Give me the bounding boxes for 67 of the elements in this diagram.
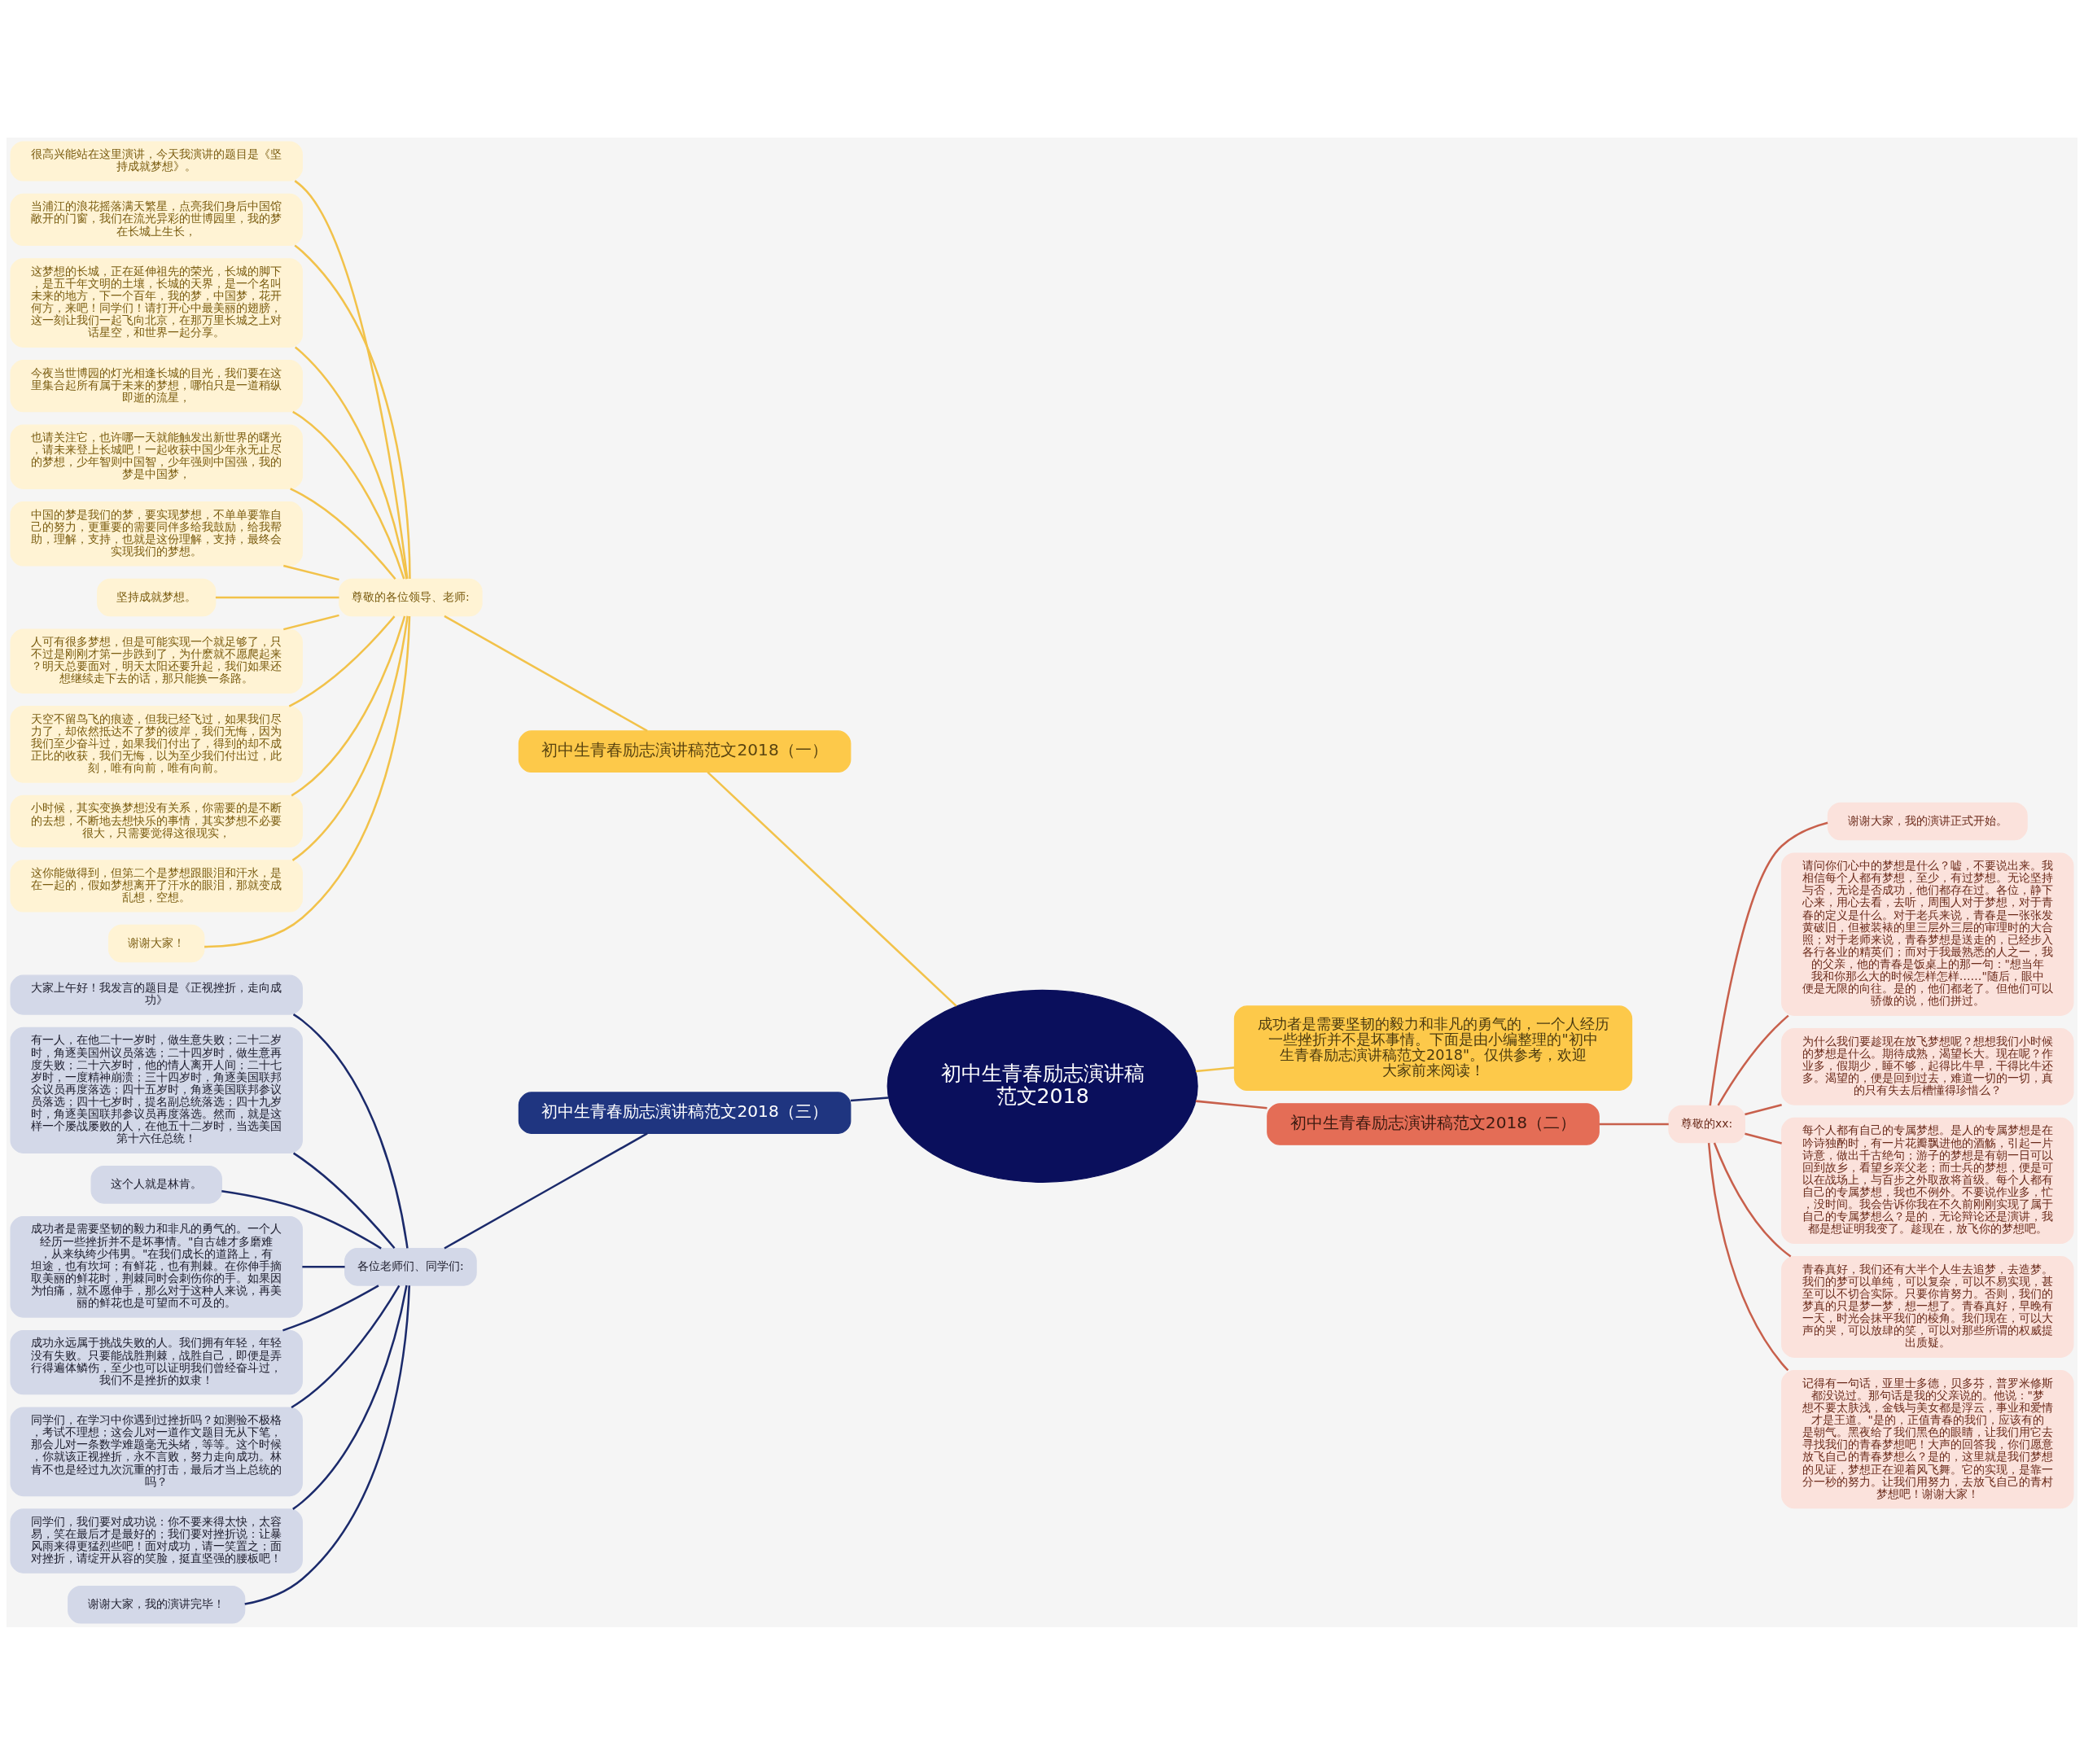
node-box: 每个人都有自己的专属梦想。是人的专属梦想是在吟诗独酌时，有一片花瓣飘进他的酒觞，引起一片诗意，做出千古绝句；游子的梦想是有朝一日可以回到故乡，看望乡亲父老；而士兵的梦想，便是可以在战场上，与百步之外取敌将首级。每个人都有自己的专属梦想，我也不例外。不要说作业多，忙，没时间。我会告诉你我在不久前刚刚实现了属于自己的专属梦想么？是的，无论辩论还是演讲，我都是想证明我变了。趁现在，放飞你的梦想吧。: [1781, 1117, 2074, 1244]
node-box: 小时候，其实变换梦想没有关系，你需要的是不断的去想，不断地去想快乐的事情，其实梦想不必要很大，只需要觉得这很现实，: [10, 794, 303, 847]
node-box: 这你能做得到，但第二个是梦想跟眼泪和汗水，是在一起的，假如梦想离开了汗水的眼泪，那就变成乱想，空想。: [10, 859, 303, 913]
node-box: 初中生青春励志演讲稿范文2018（三）: [518, 1091, 852, 1134]
connector: [292, 1285, 408, 1510]
connector: [204, 615, 411, 948]
connector: [244, 1285, 410, 1605]
node-box: 尊敬的各位领导、老师:: [339, 578, 483, 616]
connector: [1713, 1142, 1792, 1258]
node-box: 大家上午好！我发言的题目是《正视挫折，走向成功》: [10, 974, 303, 1015]
connector: [1195, 1066, 1235, 1072]
node-ellipse: 初中生青春励志演讲稿范文2018: [887, 989, 1198, 1183]
connector: [215, 596, 339, 598]
node-box: 中国的梦是我们的梦，要实现梦想，不单单要靠自己的努力，更重要的需要同伴多给我鼓励，给我帮助，理解，支持，也就是这份理解，支持，最终会实现我们的梦想。: [10, 501, 303, 567]
node-box: 谢谢大家，我的演讲完毕！: [68, 1585, 246, 1624]
node-box: 同学们，我们要对成功说：你不要来得太快，太容易，笑在最后才是最好的；我们要对挫折说：让暴风雨来得更猛烈些吧！面对成功，请一笑置之；面对挫折，请绽开从容的笑脸，挺直坚强的腰板吧！: [10, 1508, 303, 1574]
node-box: 很高兴能站在这里演讲，今天我演讲的题目是《坚持成就梦想》。: [10, 140, 303, 182]
node-box: 人可有很多梦想，但是可能实现一个就足够了，只不过是刚刚才第一步跌到了，为什麽就不愿爬起来？明天总要面对，明天太阳还要升起，我们如果还想继续走下去的话，那只能换一条路。: [10, 628, 303, 694]
node-box: 为什么我们要趁现在放飞梦想呢？想想我们小时候的梦想是什么。期待成熟，渴望长大。现在呢？作业多，假期少，睡不够，起得比牛早，干得比牛还多。渴望的，便是回到过去，难道一切的一切，真的只有失去后槽懂得珍惜么？: [1781, 1027, 2074, 1105]
connector: [283, 564, 339, 580]
node-box: 成功永远属于挑战失败的人。我们拥有年轻，年轻没有失败。只要能战胜荆棘，战胜自己，即便是弄行得遍体鳞伤，至少也可以证明我们曾经奋斗过，我们不是挫折的奴隶！: [10, 1329, 303, 1394]
connector: [1707, 1142, 1789, 1371]
connector: [288, 615, 396, 707]
node-box: 谢谢大家，我的演讲正式开始。: [1827, 802, 2028, 840]
node-box: 今夜当世博园的灯光相逢长城的目光，我们要在这里集合起所有属于未来的梦想，哪怕只是一道稍纵即逝的流星，: [10, 359, 303, 412]
connector: [292, 1013, 409, 1248]
node-box: 请问你们心中的梦想是什么？嘘，不要说出来。我相信每个人都有梦想，至少，有过梦想。无论坚持与否，无论是否成功，他们都存在过。各位，静下心来，用心去看，去听，周围人对于梦想，对于青春的定义是什么。对于老兵来说，青春是一张张发黄破旧，但被装裱的里三层外三层的审理时的大合照；对于老师来说，青春梦想是送走的，已经步入各行各业的精英们；而对于我最熟悉的人之一，我的父亲，他的青春是饭桌上的那一句："想当年我和你那么大的时候怎样怎样……"随后，眼中便是无限的向往。是的，他们都老了。但他们可以骄傲的说，他们拼过。: [1781, 851, 2074, 1016]
node-box: 记得有一句话，亚里士多德，贝多芬，普罗米修斯都没说过。那句话是我的父亲说的。他说："梦想不要太肤浅，金钱与美女都是浮云，事业和爱情才是王道。"是的，正值青春的我们，应该有的是朝气。黑夜给了我们黑色的眼睛，让我们用它去寻找我们的青春梦想吧！大声的回答我，你们愿意放飞自己的青春梦想么？是的，这里就是我们梦想的见证，梦想正在迎着风飞舞。它的实现，是靠一分一秒的努力。让我们用努力，去放飞自己的青村梦想吧！谢谢大家！: [1781, 1369, 2074, 1508]
connector: [1599, 1123, 1669, 1125]
node-box: 当浦江的浪花摇落满天繁星，点亮我们身后中国馆敞开的门窗，我们在流光异彩的世博园里，我的梦在长城上生长，: [10, 193, 303, 246]
node-box: 坚持成就梦想。: [97, 578, 217, 616]
connector: [1709, 821, 1828, 1105]
node-box: 成功者是需要坚韧的毅力和非凡的勇气的，一个人经历一些挫折并不是坏事情。下面是由小编整理的"初中生青春励志演讲稿范文2018"。仅供参考，欢迎大家前来阅读！: [1233, 1005, 1633, 1091]
connector: [1195, 1099, 1267, 1109]
connector: [302, 1265, 345, 1268]
connector: [1745, 1132, 1782, 1145]
connector: [291, 615, 409, 861]
node-box: 天空不留鸟飞的痕迹，但我已经飞过，如果我们尽力了，却依然抵达不了梦的彼岸，我们无悔，因为我们至少奋斗过，如果我们付出了，得到的却不成正比的收获，我们无悔，以为至少我们付出过，此刻，唯有向前，唯有向前。: [10, 705, 303, 783]
node-box: 谢谢大家！: [107, 924, 205, 962]
node-box: 青春真好，我们还有大半个人生去追梦，去造梦。我们的梦可以单纯，可以复杂，可以不易实现，甚至可以不切合实际。只要你肯努力。否则，我们的梦真的只是梦一梦，想一想了。青春真好，早晚有一天，时光会抹平我们的棱角。我们现在，可以大声的哭，可以放肆的笑，可以对那些所谓的权威提出质疑。: [1781, 1255, 2074, 1358]
node-box: 初中生青春励志演讲稿范文2018（二）: [1267, 1102, 1600, 1145]
node-box: 这个人就是林肯。: [90, 1165, 222, 1204]
connector: [291, 615, 406, 796]
node-box: 也请关注它，也许哪一天就能触发出新世界的曙光，请未来登上长城吧！一起收获中国少年永无止尽的梦想，少年智则中国智，少年强则中国强，我的梦是中国梦，: [10, 424, 303, 489]
connector: [282, 1284, 379, 1332]
connector: [221, 1189, 382, 1250]
node-box: 各位老师们、同学们:: [344, 1247, 477, 1286]
node-box: 尊敬的xx:: [1668, 1105, 1745, 1143]
connector: [294, 179, 409, 579]
connector: [444, 1131, 648, 1250]
node-box: 这梦想的长城，正在延伸祖先的荣光，长城的脚下，是五千年文明的土壤，长城的天界，是一个名叫未来的地方，下一个百年，我的梦，中国梦，花开何方，来吧！同学们！请打开心中最美丽的翅膀，这一刻让我们一起飞向北京，在那万里长城之上对话星空，和世界一起分享。: [10, 257, 303, 348]
connector: [707, 771, 957, 1007]
node-box: 有一人，在他二十一岁时，做生意失败；二十二岁时，角逐美国州议员落选；二十四岁时，做生意再度失败；二十六岁时，他的情人离开人间；二十七岁时，一度精神崩溃；三十四岁时，角逐美国联邦众议员再度落选；四十五岁时，角逐美国联邦参议员落选；四十七岁时，提名副总统落选；四十九岁时，角逐美国联邦参议员再度落选。然而，就是这样一个屡战屡败的人，在他五十二岁时，当选美国第十六任总统！: [10, 1026, 303, 1153]
node-box: 成功者是需要坚韧的毅力和非凡的勇气的。一个人经历一些挫折并不是坏事情。"自古雄才多磨难，从来纨绔少伟男。"在我们成长的道路上，有坦途，也有坎坷；有鲜花，也有荆棘。在你伸手摘取美丽的鲜花时，荆棘同时会刺伤你的手。如果因为怕痛，就不愿伸手，那么对于这种人来说，再美丽的鲜花也是可望而不可及的。: [10, 1215, 303, 1318]
connector: [294, 346, 408, 579]
connector: [291, 1285, 401, 1408]
connector: [292, 410, 405, 579]
connector: [1745, 1103, 1782, 1115]
connector: [283, 614, 339, 630]
connector: [290, 487, 396, 580]
connector: [1717, 1014, 1789, 1106]
connector: [294, 243, 411, 579]
connector: [850, 1096, 889, 1101]
node-box: 同学们，在学习中你遇到过挫折吗？如测验不极格，考试不理想；这会儿对一道作文题目无从下笔，那会儿对一条数学难题毫无头绪，等等。这个时候，你就该正视挫折，永不言败，努力走向成功。林肯不也是经过九次沉重的打击，最后才当上总统的吗？: [10, 1406, 303, 1496]
connector: [292, 1152, 396, 1249]
node-box: 初中生青春励志演讲稿范文2018（一）: [518, 729, 852, 773]
connector: [444, 615, 648, 732]
